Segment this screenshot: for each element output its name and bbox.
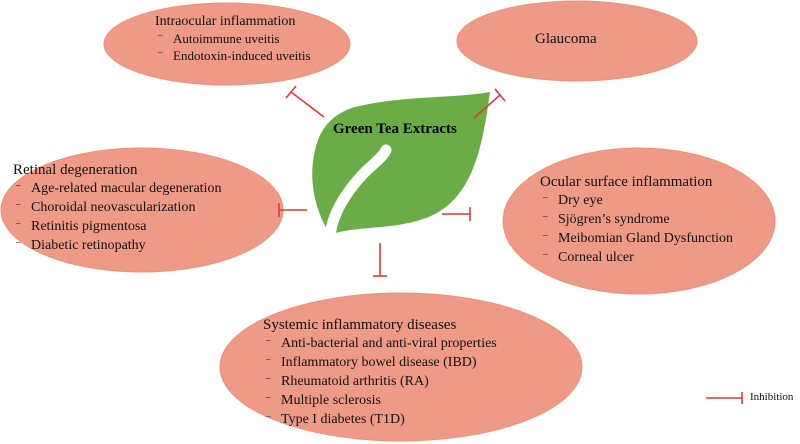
list-item: Corneal ulcer	[540, 245, 733, 267]
legend-inhibition-symbol	[706, 392, 743, 404]
list-item: Meibomian Gland Dysfunction	[540, 226, 733, 248]
node-systemic-list: Anti-bacterial and anti-viral properties…	[263, 331, 497, 429]
list-item: Choroidal neovascularization	[13, 195, 221, 217]
list-item: Diabetic retinopathy	[13, 233, 221, 255]
node-retinal-list: Age-related macular degeneration Choroid…	[13, 176, 221, 255]
inhibition-to-retinal	[278, 203, 307, 217]
list-item: Rheumatoid arthritis (RA)	[263, 369, 497, 391]
leaf-icon	[312, 92, 490, 246]
legend-label: Inhibition	[750, 391, 794, 403]
node-intraocular-title: Intraocular inflammation	[155, 14, 296, 29]
node-ocular-surface-list: Dry eye Sjögren’s syndrome Meibomian Gla…	[540, 188, 733, 267]
inhibition-to-systemic	[373, 243, 387, 277]
list-item: Sjögren’s syndrome	[540, 207, 733, 229]
node-ocular-surface: Ocular surface inflammation Dry eye Sjög…	[540, 173, 733, 267]
node-glaucoma: Glaucoma	[535, 31, 597, 48]
inhibition-to-intraocular	[285, 85, 325, 118]
inhibition-to-ocular-surface	[442, 207, 471, 221]
list-item: Endotoxin-induced uveitis	[155, 44, 311, 64]
node-retinal-title: Retinal degeneration	[13, 162, 138, 178]
list-item: Dry eye	[540, 188, 733, 210]
leaf-shape	[312, 92, 490, 235]
node-glaucoma-title: Glaucoma	[535, 31, 597, 47]
list-item: Anti-bacterial and anti-viral properties	[263, 331, 497, 353]
ellipse-glaucoma	[456, 0, 698, 82]
leaf-vein	[324, 144, 392, 246]
list-item: Age-related macular degeneration	[13, 176, 221, 198]
center-label: Green Tea Extracts	[333, 121, 457, 137]
inhibition-to-glaucoma	[473, 88, 506, 119]
node-systemic: Systemic inflammatory diseases Anti-bact…	[263, 316, 497, 429]
list-item: Inflammatory bowel disease (IBD)	[263, 350, 497, 372]
list-item: Retinitis pigmentosa	[13, 214, 221, 236]
node-retinal: Retinal degeneration Age-related macular…	[13, 161, 221, 255]
node-systemic-title: Systemic inflammatory diseases	[263, 317, 457, 333]
list-item: Multiple sclerosis	[263, 388, 497, 410]
node-intraocular-list: Autoimmune uveitis Endotoxin-induced uve…	[155, 27, 311, 64]
node-intraocular: Intraocular inflammation Autoimmune uvei…	[155, 13, 311, 64]
inhibition-arrows	[278, 85, 506, 277]
node-ocular-surface-title: Ocular surface inflammation	[540, 174, 713, 190]
list-item: Autoimmune uveitis	[155, 27, 311, 47]
list-item: Type I diabetes (T1D)	[263, 407, 497, 429]
